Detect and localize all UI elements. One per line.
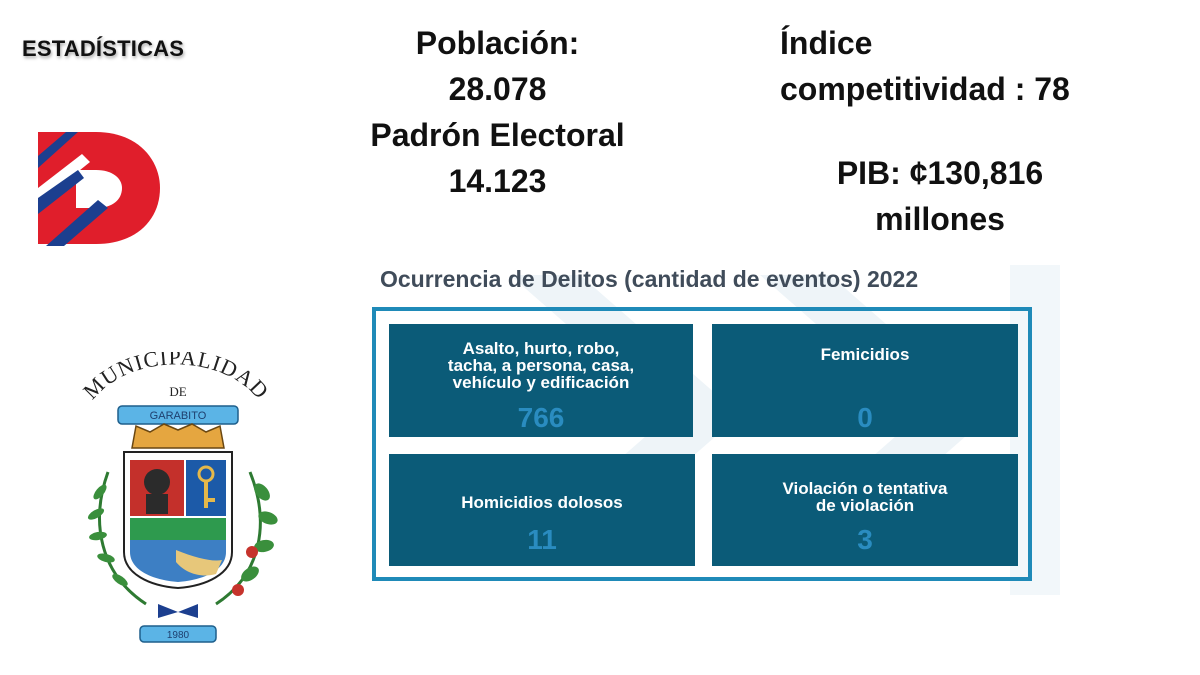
tile-homicidios-value: 11 <box>527 524 557 555</box>
tile-asalto-label-1: Asalto, hurto, robo, <box>462 339 620 358</box>
poblacion-value: 28.078 <box>448 71 547 107</box>
d-logo-icon <box>38 132 160 246</box>
pib-line-1: PIB: ¢130,816 <box>836 155 1044 191</box>
tile-asalto-value: 766 <box>517 402 565 433</box>
tile-asalto: Asalto, hurto, robo, tacha, a persona, c… <box>389 324 693 437</box>
competitiveness-index: Índice competitividad : 78 <box>780 20 1180 112</box>
indice-line-2: competitividad : 78 <box>780 71 1070 107</box>
indice-line-1: Índice <box>780 25 873 61</box>
pib-stat: PIB: ¢130,816 millones <box>780 150 1100 242</box>
tile-violacion-value: 3 <box>857 524 873 555</box>
padron-value: 14.123 <box>448 163 547 199</box>
page-title: ESTADÍSTICAS <box>22 36 185 61</box>
crest-de-text: DE <box>169 384 186 399</box>
tile-violacion: Violación o tentativa de violación 3 <box>712 454 1018 566</box>
crest-year-text: 1980 <box>167 630 190 641</box>
tile-asalto-label-3: vehículo y edificación <box>452 373 630 392</box>
tile-femicidios: Femicidios 0 <box>712 324 1018 437</box>
municipal-crest-icon: MUNICIPALIDAD DE GARABITO 1980 <box>78 352 278 643</box>
delitos-title: Ocurrencia de Delitos (cantidad de event… <box>380 266 919 292</box>
tile-asalto-label-2: tacha, a persona, casa, <box>447 356 635 375</box>
crest-ribbon-text: GARABITO <box>150 410 207 422</box>
tile-violacion-label-2: de violación <box>815 496 915 515</box>
population-stats: Población: 28.078 Padrón Electoral 14.12… <box>345 20 650 204</box>
padron-label: Padrón Electoral <box>370 117 625 153</box>
tile-homicidios-label: Homicidios dolosos <box>461 493 623 512</box>
tile-femicidios-value: 0 <box>857 402 873 433</box>
tile-homicidios: Homicidios dolosos 11 <box>389 454 695 566</box>
pib-line-2: millones <box>875 201 1005 237</box>
tile-violacion-label-1: Violación o tentativa <box>782 479 948 498</box>
delitos-panel <box>372 307 1032 581</box>
tile-femicidios-label: Femicidios <box>820 345 910 364</box>
poblacion-label: Población: <box>415 25 580 61</box>
